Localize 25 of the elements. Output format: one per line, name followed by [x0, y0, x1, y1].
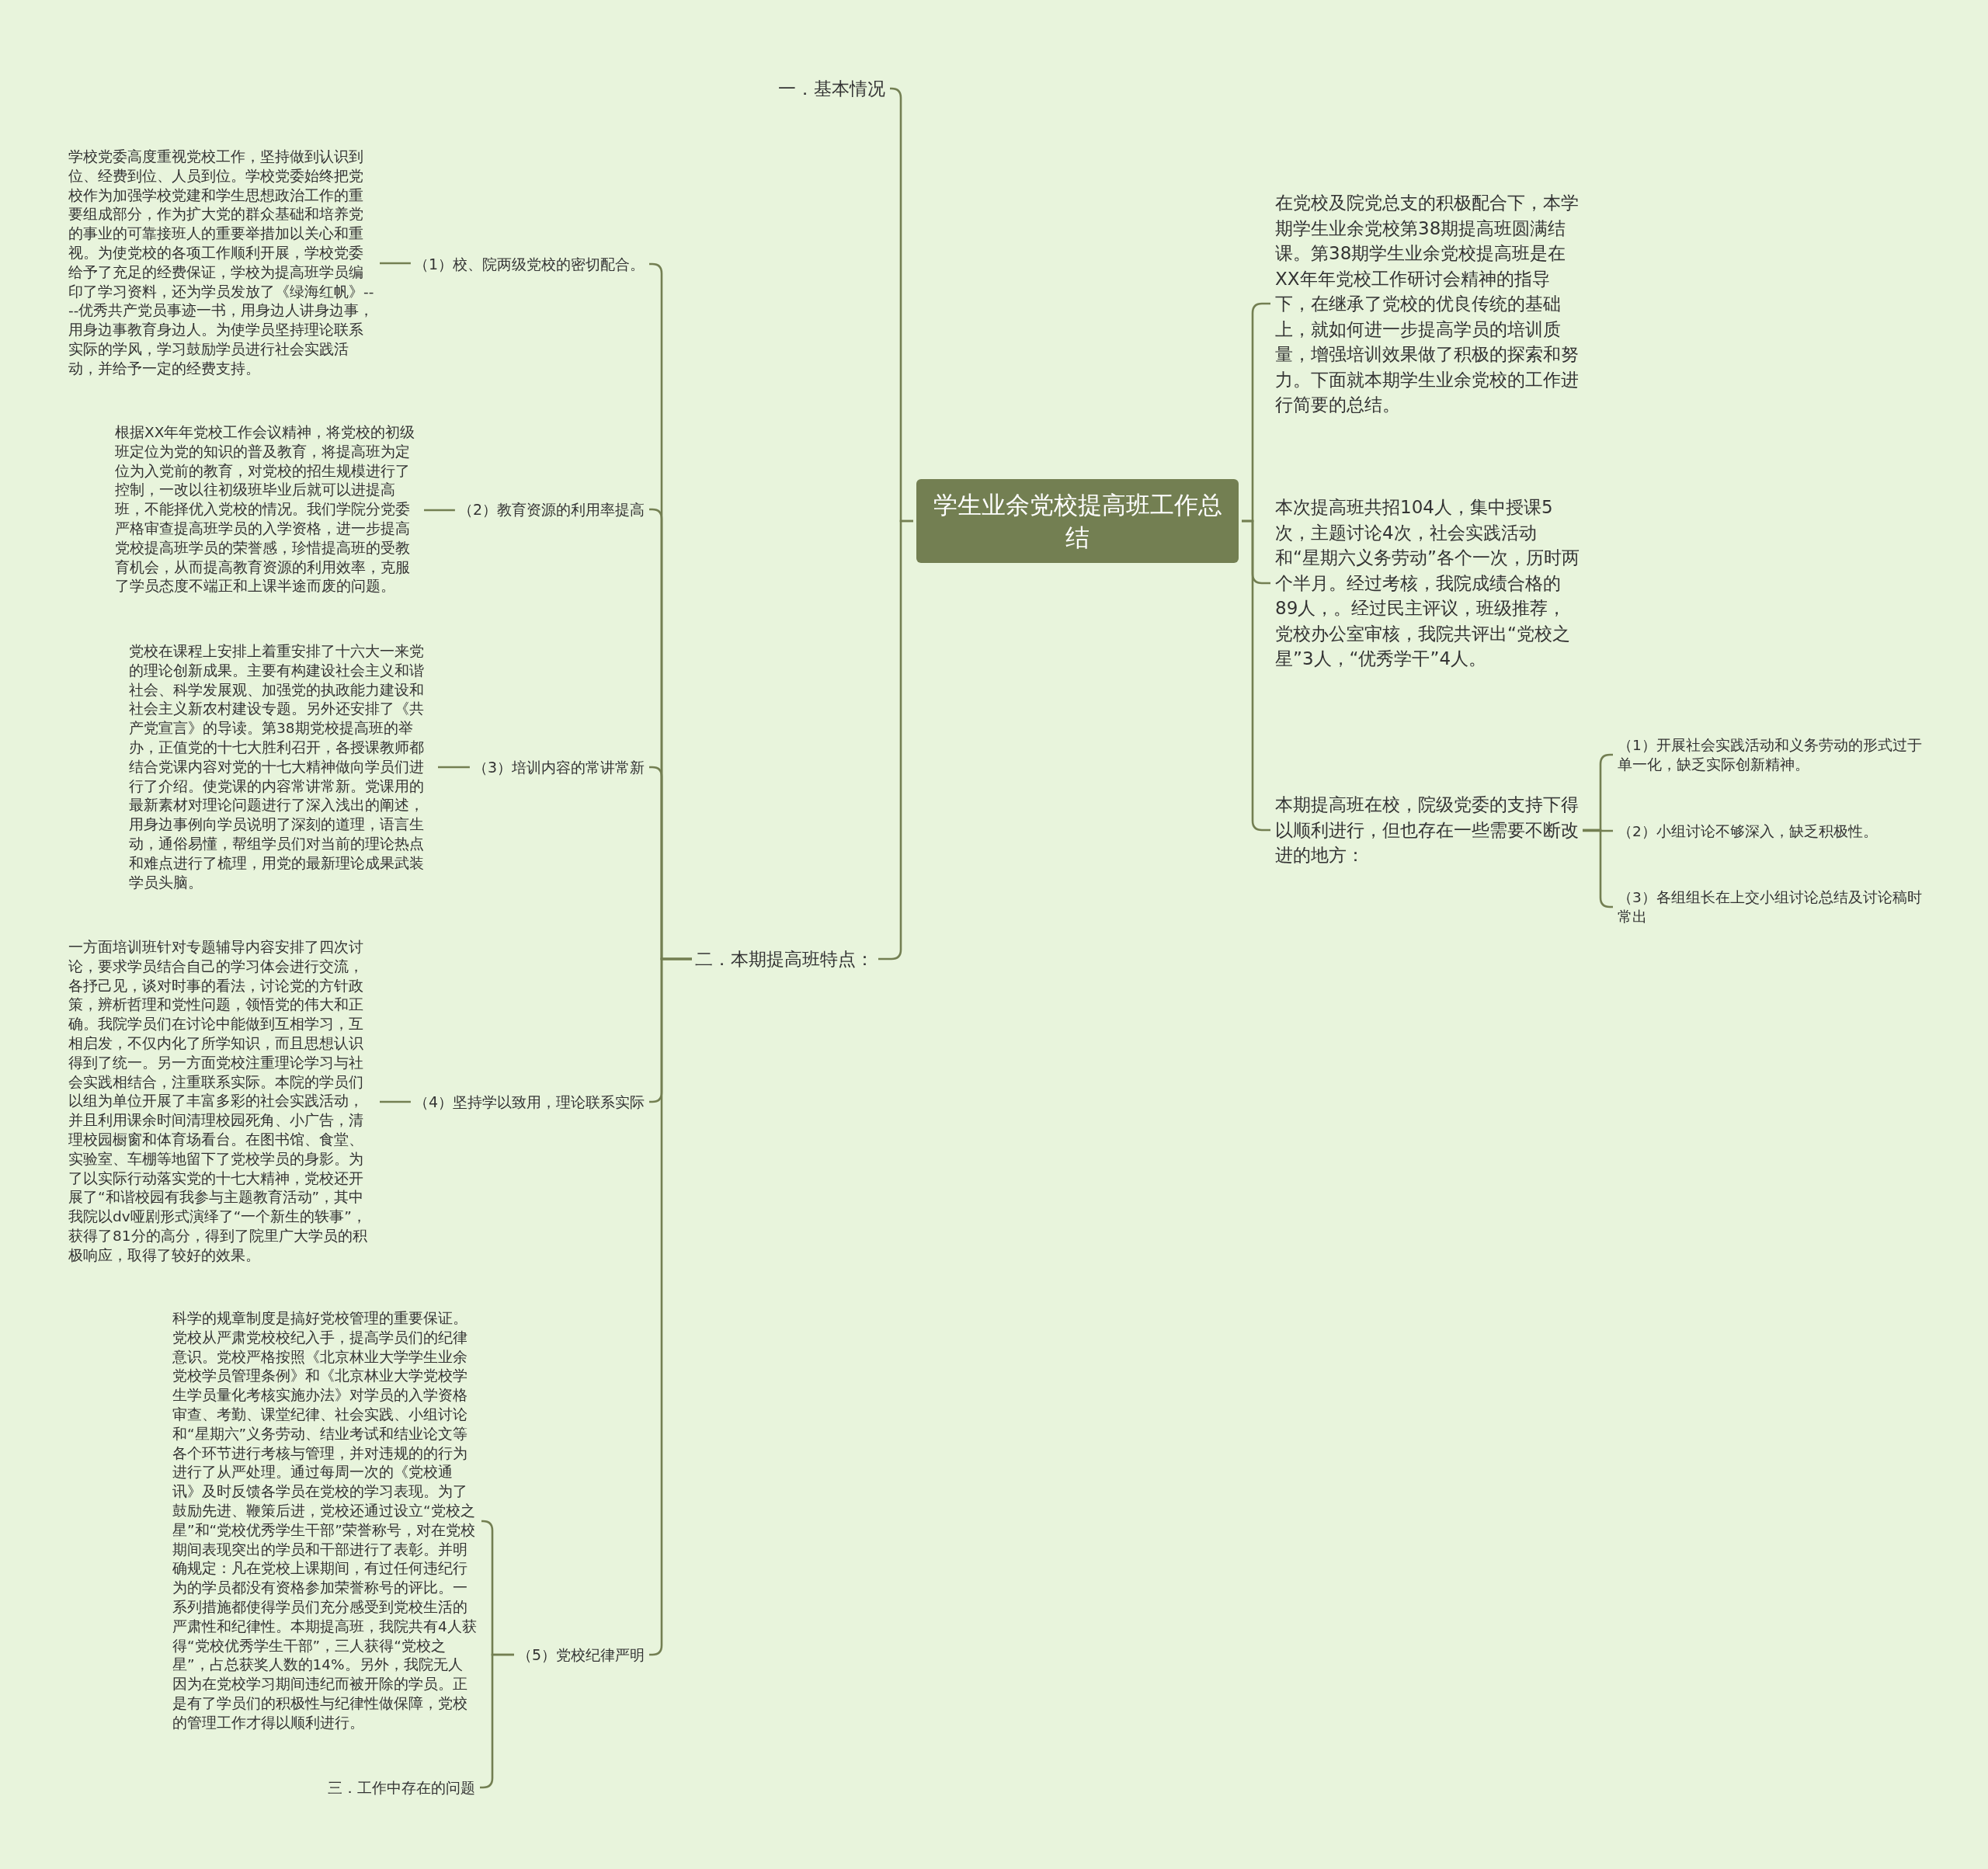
topic-text: 本次提高班共招104人，集中授课5次，主题讨论4次，社会实践活动和“星期六义务劳动”各个一次，历时两个半月。经过考核，我院成绩合格的89人，。经过民主评议，班级推荐，党校办公室审核，我院共评出“党校之星”3人，“优秀学干”4人。 [1275, 495, 1580, 672]
subtopic-label: （3）培训内容的常讲常新 [472, 758, 645, 776]
branch-topic: 一．基本情况 [778, 77, 885, 100]
topic-text: 科学的规章制度是搞好党校管理的重要保证。党校从严肃党校校纪入手，提高学员们的纪律意识。党校严格按照《北京林业大学学生业余党校学员管理条例》和《北京林业大学党校学生学员量化考核实施办法》对学员的入学资格审查、考勤、课堂纪律、社会实践、小组讨论和“星期六”义务劳动、结业考试和结业论文等各个环节进行考核与管理，并对违规的的行为进行了从严处理。通过每周一次的《党校通讯》及时反馈各学员在党校的学习表现。为了鼓励先进、鞭策后进，党校还通过设立“党校之星”和“党校优秀学生干部”荣誉称号，对在党校期间表现突出的学员和干部进行了表彰。并明确规定：凡在党校上课期间，有过任何违纪行为的学员都没有资格参加荣誉称号的评比。一系列措施都使得学员们充分感受到党校生活的严肃性和纪律性。本期提高班，我院共有4人获得“党校优秀学生干部”，三人获得“党校之星”，占总获奖人数的14%。另外，我院无人因为在党校学习期间违纪而被开除的学员。正是有了学员们的积极性与纪律性做保障，党校的管理工作才得以顺利进行。 [172, 1309, 477, 1733]
topic-text: 党校在课程上安排上着重安排了十六大一来党的理论创新成果。主要有构建设社会主义和谐社会、科学发展观、加强党的执政能力建设和社会主义新农村建设专题。另外还安排了《共产党宣言》的导读。第38期党校提高班的举办，正值党的十七大胜利召开，各授课教师都结合党课内容对党的十七大精神做向学员们进行了介绍。使党课的内容常讲常新。党课用的最新素材对理论问题进行了深入浅出的阐述，用身边事例向学员说明了深刻的道理，语言生动，通俗易懂，帮组学员们对当前的理论热点和难点进行了梳理，用党的最新理论成果武装学员头脑。 [129, 641, 433, 893]
branch-topic: 二．本期提高班特点： [695, 947, 874, 971]
connector-line [380, 262, 411, 265]
subtopic-label: （3）各组组长在上交小组讨论总结及讨论稿时常出 [1618, 888, 1928, 926]
subtopic-label: （1）开展社会实践活动和义务劳动的形式过于单一化，缺乏实际创新精神。 [1618, 735, 1928, 774]
subtopic-label: （1）校、院两级党校的密切配合。 [413, 255, 645, 273]
subtopic-label: （4）坚持学以致用，理论联系实际 [413, 1093, 645, 1111]
subtopic-label: 三．工作中存在的问题 [328, 1778, 475, 1797]
topic-text: 在党校及院党总支的积极配合下，本学期学生业余党校第38期提高班圆满结课。第38期学生业余党校提高班是在XX年年党校工作研讨会精神的指导下，在继承了党校的优良传统的基础上，就如何进一步提高学员的培训质量，增强培训效果做了积极的探索和努力。下面就本期学生业余党校的工作进行简要的总结。 [1275, 189, 1580, 418]
connector-line [380, 1100, 411, 1103]
connector-line [438, 766, 470, 769]
topic-text: 一方面培训班针对专题辅导内容安排了四次讨论，要求学员结合自己的学习体会进行交流，各抒己见，谈对时事的看法，讨论党的方针政策，辨析哲理和党性问题，领悟党的伟大和正确。我院学员们在讨论中能做到互相学习，互相启发，不仅内化了所学知识，而且思想认识得到了统一。另一方面党校注重理论学习与社会实践相结合，注重联系实际。本院的学员们以组为单位开展了丰富多彩的社会实践活动，并且利用课余时间清理校园死角、小广告，清理校园橱窗和体育场看台。在图书馆、食堂、实验室、车棚等地留下了党校学员的身影。为了以实际行动落实党的十七大精神，党校还开展了“和谐校园有我参与主题教育活动”，其中我院以dv哑剧形式演绎了“一个新生的轶事”，获得了81分的高分，得到了院里广大学员的积极响应，取得了较好的效果。 [68, 938, 375, 1266]
subtopic-label: （2）教育资源的利用率提高 [457, 500, 645, 519]
topic-text: 学校党委高度重视党校工作，坚持做到认识到位、经费到位、人员到位。学校党委始终把党校作为加强学校党建和学生思想政治工作的重要组成部分，作为扩大党的群众基础和培养党的事业的可靠接班人的重要举措加以关心和重视。为使党校的各项工作顺利开展，学校党委给予了充足的经费保证，学校为提高班学员编印了学习资料，还为学员发放了《绿海红帆》----优秀共产党员事迹一书，用身边人讲身边事，用身边事教育身边人。为使学员坚持理论联系实际的学风，学习鼓励学员进行社会实践活动，并给予一定的经费支持。 [68, 148, 375, 379]
topic-text: 本期提高班在校，院级党委的支持下得以顺利进行，但也存在一些需要不断改进的地方： [1275, 792, 1580, 868]
topic-text: 根据XX年年党校工作会议精神，将党校的初级班定位为党的知识的普及教育，将提高班为定位为入党前的教育，对党校的招生规模进行了控制，一改以往初级班毕业后就可以进提高班，不能择优入党校的情况。我们学院分党委严格审查提高班学员的入学资格，进一步提高党校提高班学员的荣誉感，珍惜提高班的受教育机会，从而提高教育资源的利用效率，克服了学员态度不端正和上课半途而废的问题。 [115, 423, 419, 597]
subtopic-label: （5）党校纪律严明 [516, 1645, 645, 1664]
central-topic: 学生业余党校提高班工作总结 [916, 479, 1239, 563]
connector-line [424, 509, 455, 512]
subtopic-label: （2）小组讨论不够深入，缺乏积极性。 [1618, 821, 1928, 841]
connector-line [1583, 829, 1613, 832]
